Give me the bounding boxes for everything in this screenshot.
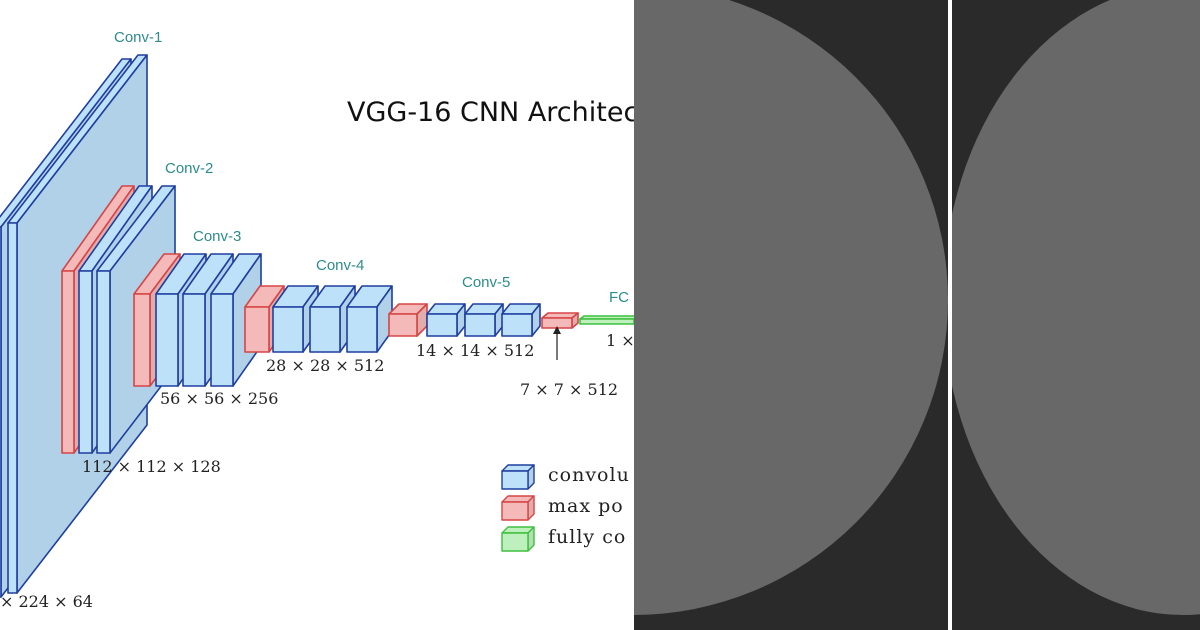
conv2-block-1-front-face — [78, 270, 93, 454]
legend-pool-swatch-front-face — [501, 501, 529, 521]
dim-label-conv5: 14 × 14 × 512 — [416, 341, 534, 360]
conv3-block-2-front-face — [182, 293, 206, 387]
fc-block — [579, 315, 634, 325]
legend-icons — [501, 464, 535, 552]
legend-conv-swatch-front-face — [501, 470, 529, 490]
legend: convolu max po fully co — [501, 464, 630, 552]
dim-label-conv1: × 224 × 64 — [0, 592, 93, 611]
pool5-block-front-face — [541, 317, 573, 329]
stage-label-conv4: Conv-4 — [316, 257, 364, 274]
pool4-block — [388, 303, 428, 337]
pool2-block-front-face — [133, 293, 151, 387]
pool4-block-front-face — [388, 313, 418, 337]
legend-fc-swatch — [501, 526, 535, 552]
half-circle-right — [952, 0, 1200, 615]
conv5-block-2-front-face — [464, 313, 496, 337]
legend-label-max-pooling: max po — [548, 495, 624, 517]
conv5-block-1 — [426, 303, 466, 337]
conv5-block-3-front-face — [501, 313, 533, 337]
conv4-block-3 — [346, 285, 393, 353]
stage-label-conv1: Conv-1 — [114, 29, 162, 46]
legend-pool-swatch — [501, 495, 535, 521]
pool3-block-front-face — [244, 306, 270, 353]
conv5-block-1-front-face — [426, 313, 458, 337]
dim-label-conv2: 112 × 112 × 128 — [82, 457, 221, 476]
vgg16-diagram: VGG-16 CNN Architec Conv-1 Conv-2 Conv-3… — [0, 29, 634, 611]
pool5-block — [541, 312, 579, 329]
conv5-block-2 — [464, 303, 504, 337]
dim-label-conv4: 28 × 28 × 512 — [266, 356, 384, 375]
stage-label-conv5: Conv-5 — [462, 274, 510, 291]
stage-label-conv3: Conv-3 — [193, 228, 241, 245]
stage-label-conv2: Conv-2 — [165, 160, 213, 177]
conv3-block-1-front-face — [155, 293, 179, 387]
conv1-block-1-front-face — [0, 226, 2, 598]
dim-label-pool5: 7 × 7 × 512 — [520, 380, 618, 399]
conv4-block-2-front-face — [309, 306, 341, 353]
conv5-block-3 — [501, 303, 541, 337]
stage-label-fc: FC — [609, 289, 629, 306]
layer-blocks — [0, 54, 634, 598]
legend-label-fully-connected: fully co — [548, 526, 626, 548]
pool1-block-front-face — [61, 270, 75, 454]
conv4-block-3-front-face — [346, 306, 378, 353]
fc-block-front-face — [579, 318, 634, 325]
conv1-block-2-front-face — [7, 222, 18, 594]
conv4-block-1 — [272, 285, 319, 353]
conv4-block-1-front-face — [272, 306, 304, 353]
dark-panel-right — [952, 0, 1200, 630]
conv2-block-2-front-face — [96, 270, 111, 454]
legend-label-convolution: convolu — [548, 464, 630, 486]
dim-label-conv3: 56 × 56 × 256 — [160, 389, 278, 408]
legend-fc-swatch-front-face — [501, 532, 529, 552]
legend-conv-swatch — [501, 464, 535, 490]
panel-divider — [948, 0, 952, 630]
dark-panel-left — [634, 0, 948, 630]
conv3-block-3-front-face — [210, 293, 234, 387]
half-circle-left — [634, 0, 948, 615]
diagram-title: VGG-16 CNN Architec — [347, 97, 634, 128]
dim-label-fc: 1 × — [606, 331, 634, 350]
arrow-head — [553, 326, 561, 334]
